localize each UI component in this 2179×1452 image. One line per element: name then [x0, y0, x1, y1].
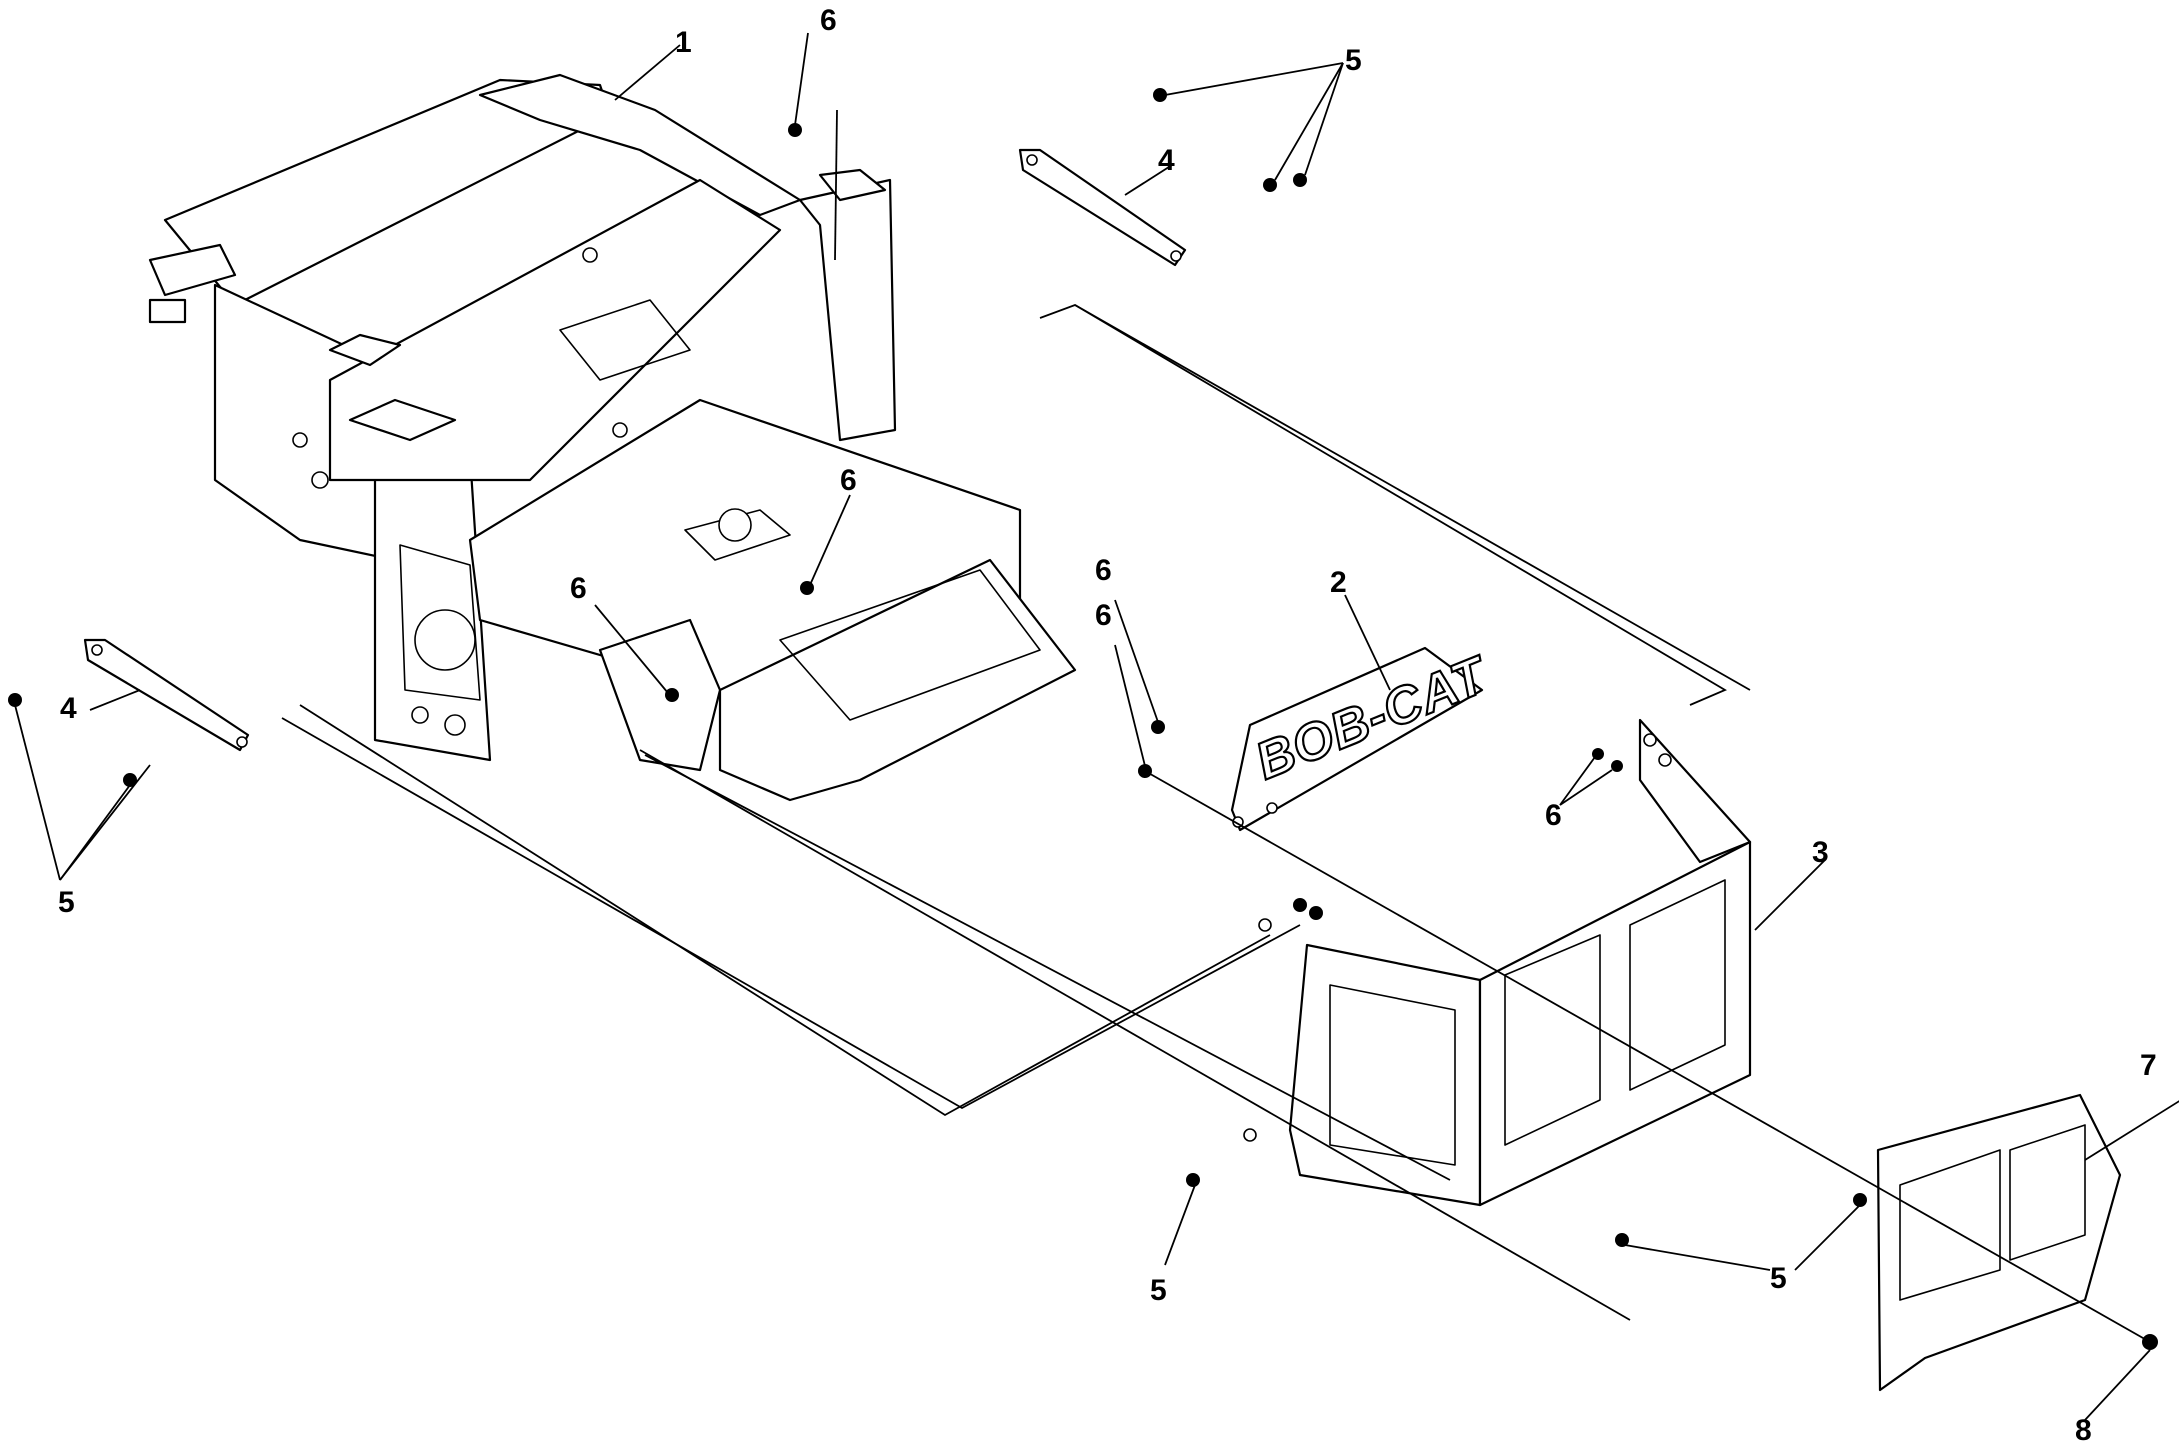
leaders	[14, 32, 2179, 1421]
callout-5-left: 5	[58, 886, 75, 919]
bracket-left	[83, 638, 250, 752]
callout-5-bottom: 5	[1150, 1274, 1167, 1307]
callout-1: 1	[675, 26, 692, 59]
callout-6-mid: 6	[840, 464, 857, 497]
callout-4-left: 4	[60, 692, 77, 725]
callout-2: 2	[1330, 566, 1347, 599]
screen-guard	[1243, 718, 1752, 1207]
bracket-right	[1018, 148, 1187, 267]
callout-labels: 1 2 3 4 4 5 5 5 5 6 6 6 6 6 6 7 8	[58, 4, 2157, 1447]
callout-6-top: 6	[820, 4, 837, 37]
callout-6-right: 6	[1545, 799, 1562, 832]
assembly-lines	[281, 304, 2151, 1343]
callout-6-left: 6	[570, 572, 587, 605]
callout-8: 8	[2075, 1414, 2092, 1447]
callout-5-bottom-right: 5	[1770, 1262, 1787, 1295]
callout-3: 3	[1812, 836, 1829, 869]
back-plate	[1876, 1093, 2122, 1392]
callout-6-center-a: 6	[1095, 554, 1112, 587]
fasteners	[8, 88, 2158, 1350]
callout-5-top: 5	[1345, 44, 1362, 77]
callout-6-center-b: 6	[1095, 599, 1112, 632]
logo-plate: BOB-CAT	[1230, 644, 1499, 832]
main-frame	[148, 73, 1077, 802]
callout-7: 7	[2140, 1049, 2157, 1082]
callout-4-top: 4	[1158, 144, 1175, 177]
